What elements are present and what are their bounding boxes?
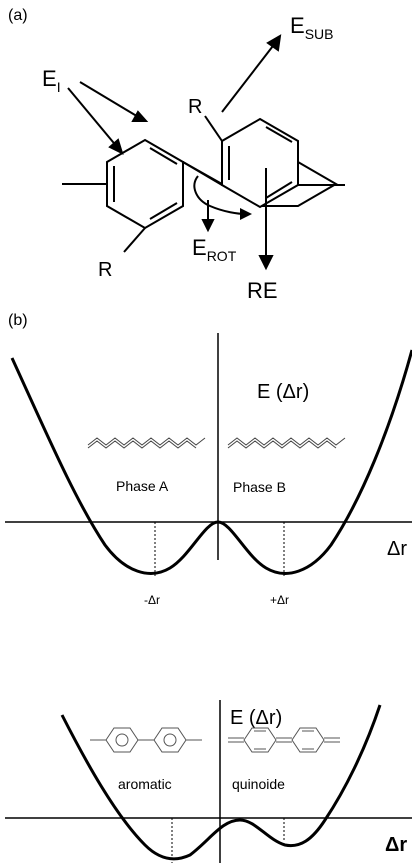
- panel-b-label: (b): [8, 312, 28, 329]
- ei-label: EI: [42, 66, 61, 95]
- aromatic-biphenyl: [90, 727, 202, 753]
- re-arrow: [258, 168, 274, 271]
- min-left-label: -Δr: [144, 593, 160, 607]
- quinoid-biphenyl: [228, 727, 340, 753]
- substituent-r-top: R: [188, 96, 202, 118]
- phase-b-label: Phase B: [233, 479, 286, 495]
- rotation-arrow: [193, 175, 247, 215]
- bottom-energy-curve: [60, 704, 382, 861]
- top-x-axis-label: Δr: [387, 538, 407, 560]
- right-r-bond: [204, 115, 223, 142]
- polyacetylene-phase-b: [227, 437, 346, 449]
- erot-label: EROT: [192, 235, 237, 264]
- aromatic-label: aromatic: [118, 776, 172, 792]
- phase-a-label: Phase A: [116, 478, 169, 494]
- bottom-x-axis-label: Δr: [385, 834, 407, 856]
- bottom-energy-plot: E (Δr) Δr aromatic quinoide: [5, 700, 412, 863]
- top-energy-axis-label: E (Δr): [257, 381, 309, 403]
- panel-a-label: (a): [8, 7, 28, 24]
- rotation-arrow-head: [240, 208, 252, 220]
- substituent-r-bottom: R: [98, 259, 112, 281]
- erot-arrow: [201, 200, 215, 233]
- bottom-energy-axis-label: E (Δr): [230, 707, 282, 729]
- top-double-well-curve: [10, 349, 412, 575]
- quinoide-label: quinoide: [232, 776, 285, 792]
- left-r-bond: [123, 227, 146, 253]
- left-benzene-ring: [106, 138, 184, 230]
- ei-arrows: [67, 81, 149, 155]
- right-ring-details: [221, 117, 299, 209]
- re-label: RE: [247, 278, 278, 303]
- min-right-label: +Δr: [270, 593, 289, 607]
- esub-label: ESUB: [290, 13, 333, 42]
- esub-arrow: [221, 34, 282, 113]
- top-energy-plot: E (Δr) Δr Phase A Phase B -Δr +Δr: [5, 333, 412, 607]
- polyacetylene-phase-a: [87, 437, 206, 449]
